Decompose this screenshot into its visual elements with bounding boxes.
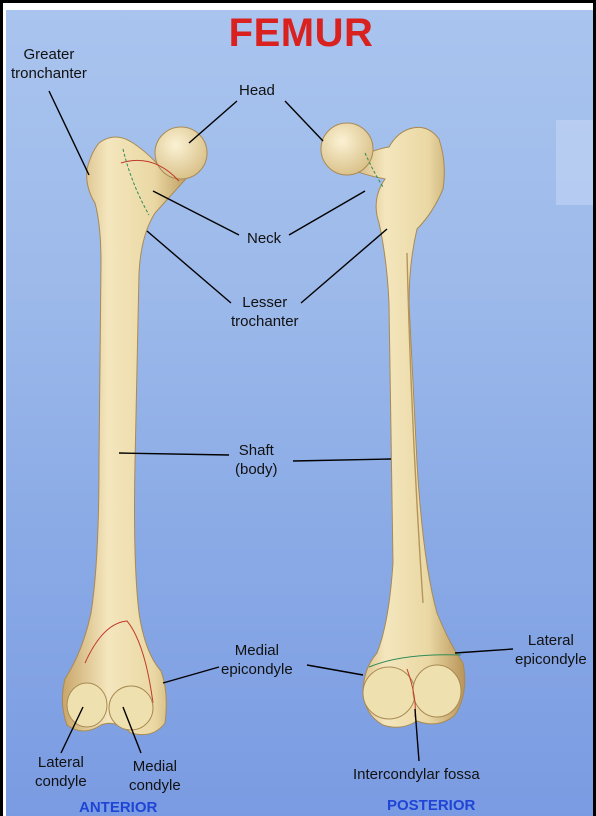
- anterior-femur-body: [62, 137, 193, 735]
- anterior-lateral-condyle: [67, 683, 107, 727]
- view-label-anterior: ANTERIOR: [79, 799, 157, 816]
- leader-lesser-trochanter-posterior: [301, 229, 387, 303]
- leader-medial-epicondyle-posterior: [307, 665, 363, 675]
- label-shaft: Shaft (body): [235, 441, 278, 479]
- anterior-femur: [62, 127, 207, 735]
- posterior-femur-body: [343, 127, 465, 727]
- leader-shaft-posterior: [293, 459, 391, 461]
- posterior-lateral-condyle: [413, 665, 461, 717]
- leader-greater-trochanter: [49, 91, 89, 175]
- label-neck: Neck: [247, 229, 281, 248]
- label-lesser-trochanter: Lesser trochanter: [231, 293, 299, 331]
- leader-neck-anterior: [153, 191, 239, 235]
- anterior-medial-condyle: [109, 686, 153, 730]
- leader-head-posterior: [285, 101, 323, 141]
- posterior-femur: [321, 123, 465, 727]
- label-medial-epicondyle: Medial epicondyle: [221, 641, 293, 679]
- posterior-femoral-head: [321, 123, 373, 175]
- label-medial-condyle: Medial condyle: [129, 757, 181, 795]
- leader-head-anterior: [189, 101, 237, 143]
- label-head: Head: [239, 81, 275, 100]
- label-intercondylar-fossa: Intercondylar fossa: [353, 765, 480, 784]
- label-lateral-epicondyle: Lateral epicondyle: [515, 631, 587, 669]
- leader-lesser-trochanter-anterior: [147, 231, 231, 303]
- label-lateral-condyle: Lateral condyle: [35, 753, 87, 791]
- leader-medial-epicondyle-anterior: [163, 667, 219, 683]
- page-title: FEMUR: [3, 11, 596, 55]
- label-greater-trochanter: Greater tronchanter: [11, 45, 87, 83]
- view-label-posterior: POSTERIOR: [387, 797, 475, 815]
- leader-neck-posterior: [289, 191, 365, 235]
- posterior-medial-condyle: [363, 667, 415, 719]
- leader-lateral-epicondyle: [455, 649, 513, 653]
- femur-illustration: [3, 3, 596, 816]
